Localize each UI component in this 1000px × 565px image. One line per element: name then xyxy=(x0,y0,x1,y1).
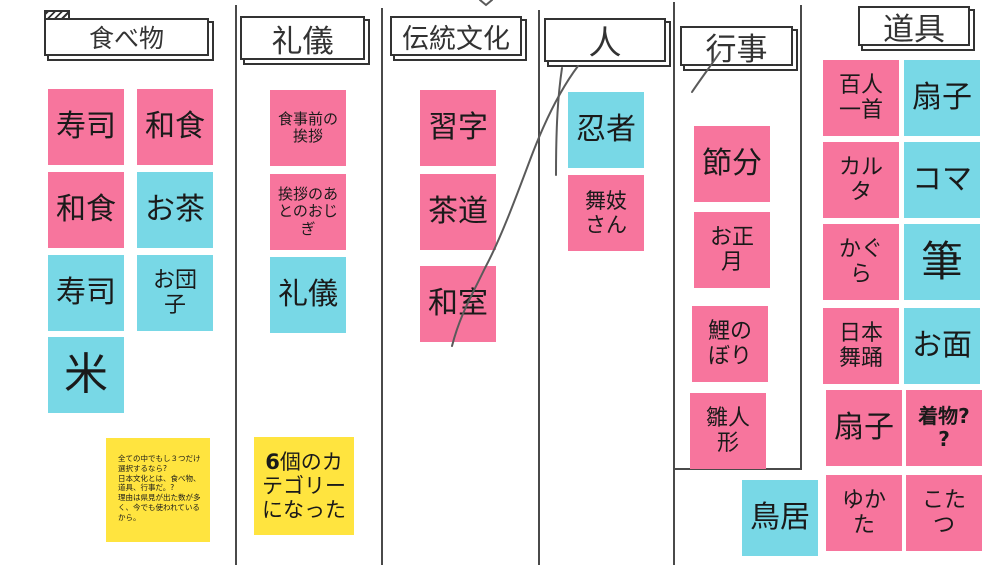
summary-note-text: 6個のカ テゴリー になった xyxy=(262,450,346,522)
header-food-label: 食べ物 xyxy=(88,24,164,53)
header-people-label: 人 xyxy=(588,23,622,62)
sticky-note[interactable]: 舞妓 さん xyxy=(568,175,644,251)
column-divider xyxy=(538,10,540,565)
column-divider xyxy=(673,2,675,565)
column-divider xyxy=(800,5,802,470)
sticky-note[interactable]: 挨拶のあ とのおじ ぎ xyxy=(270,174,346,250)
sticky-note[interactable]: 雛人 形 xyxy=(690,393,766,469)
summary-text: 個のカ テゴリー になった xyxy=(262,449,346,523)
header-culture[interactable]: 伝統文化 xyxy=(390,16,522,56)
column-divider xyxy=(381,8,383,565)
header-events[interactable]: 行事 xyxy=(680,26,793,68)
header-culture-label: 伝統文化 xyxy=(402,23,510,55)
summary-note[interactable]: 6個のカ テゴリー になった xyxy=(254,437,354,535)
sticky-note[interactable]: 食事前の 挨拶 xyxy=(270,90,346,166)
sticky-note[interactable]: 習字 xyxy=(420,90,496,166)
sticky-note[interactable]: 扇子 xyxy=(904,60,980,136)
sticky-note[interactable]: お面 xyxy=(904,308,980,384)
sticky-note[interactable]: コマ xyxy=(904,142,980,218)
sticky-note[interactable]: 扇子 xyxy=(826,390,902,466)
column-divider xyxy=(235,5,237,565)
sticky-note[interactable]: ゆか た xyxy=(826,475,902,551)
sticky-note[interactable]: 節分 xyxy=(694,126,770,202)
sticky-note[interactable]: 和食 xyxy=(137,89,213,165)
sticky-note[interactable]: 鯉の ぼり xyxy=(692,306,768,382)
row-divider xyxy=(673,468,802,470)
sticky-note[interactable]: カル タ xyxy=(823,142,899,218)
sticky-note[interactable]: 忍者 xyxy=(568,92,644,168)
header-tools[interactable]: 道具 xyxy=(858,6,970,48)
sticky-note[interactable]: かぐ ら xyxy=(823,224,899,300)
sticky-note[interactable]: お茶 xyxy=(137,172,213,248)
header-etiquette[interactable]: 礼儀 xyxy=(240,16,365,60)
sticky-note[interactable]: 米 xyxy=(48,337,124,413)
header-etiquette-label: 礼儀 xyxy=(271,23,334,60)
sticky-note[interactable]: 寿司 xyxy=(48,89,124,165)
sticky-note[interactable]: 礼儀 xyxy=(270,257,346,333)
sticky-note[interactable]: 百人 一首 xyxy=(823,60,899,136)
sticky-note[interactable]: お団 子 xyxy=(137,255,213,331)
header-hatch xyxy=(44,10,70,20)
summary-count: 6 xyxy=(265,449,280,474)
sticky-note[interactable]: 茶道 xyxy=(420,174,496,250)
header-events-label: 行事 xyxy=(705,31,768,68)
sticky-note[interactable]: 和室 xyxy=(420,266,496,342)
sticky-note[interactable]: 着物? ? xyxy=(906,390,982,466)
sticky-note[interactable]: 寿司 xyxy=(48,255,124,331)
header-food[interactable]: 食べ物 xyxy=(44,10,209,56)
sticky-note[interactable]: 筆 xyxy=(904,224,980,300)
header-people[interactable]: 人 xyxy=(544,18,666,62)
sticky-note[interactable]: 和食 xyxy=(48,172,124,248)
header-tools-label: 道具 xyxy=(883,11,945,48)
sticky-note[interactable]: 日本 舞踊 xyxy=(823,308,899,384)
sticky-note[interactable]: 鳥居 xyxy=(742,480,818,556)
comment-note[interactable]: 全ての中でもし３つだけ 選択するなら? 日本文化とは、食べ物、 道具、行事だ。?… xyxy=(106,438,210,542)
sticky-note[interactable]: お正 月 xyxy=(694,212,770,288)
sticky-note[interactable]: こた つ xyxy=(906,475,982,551)
